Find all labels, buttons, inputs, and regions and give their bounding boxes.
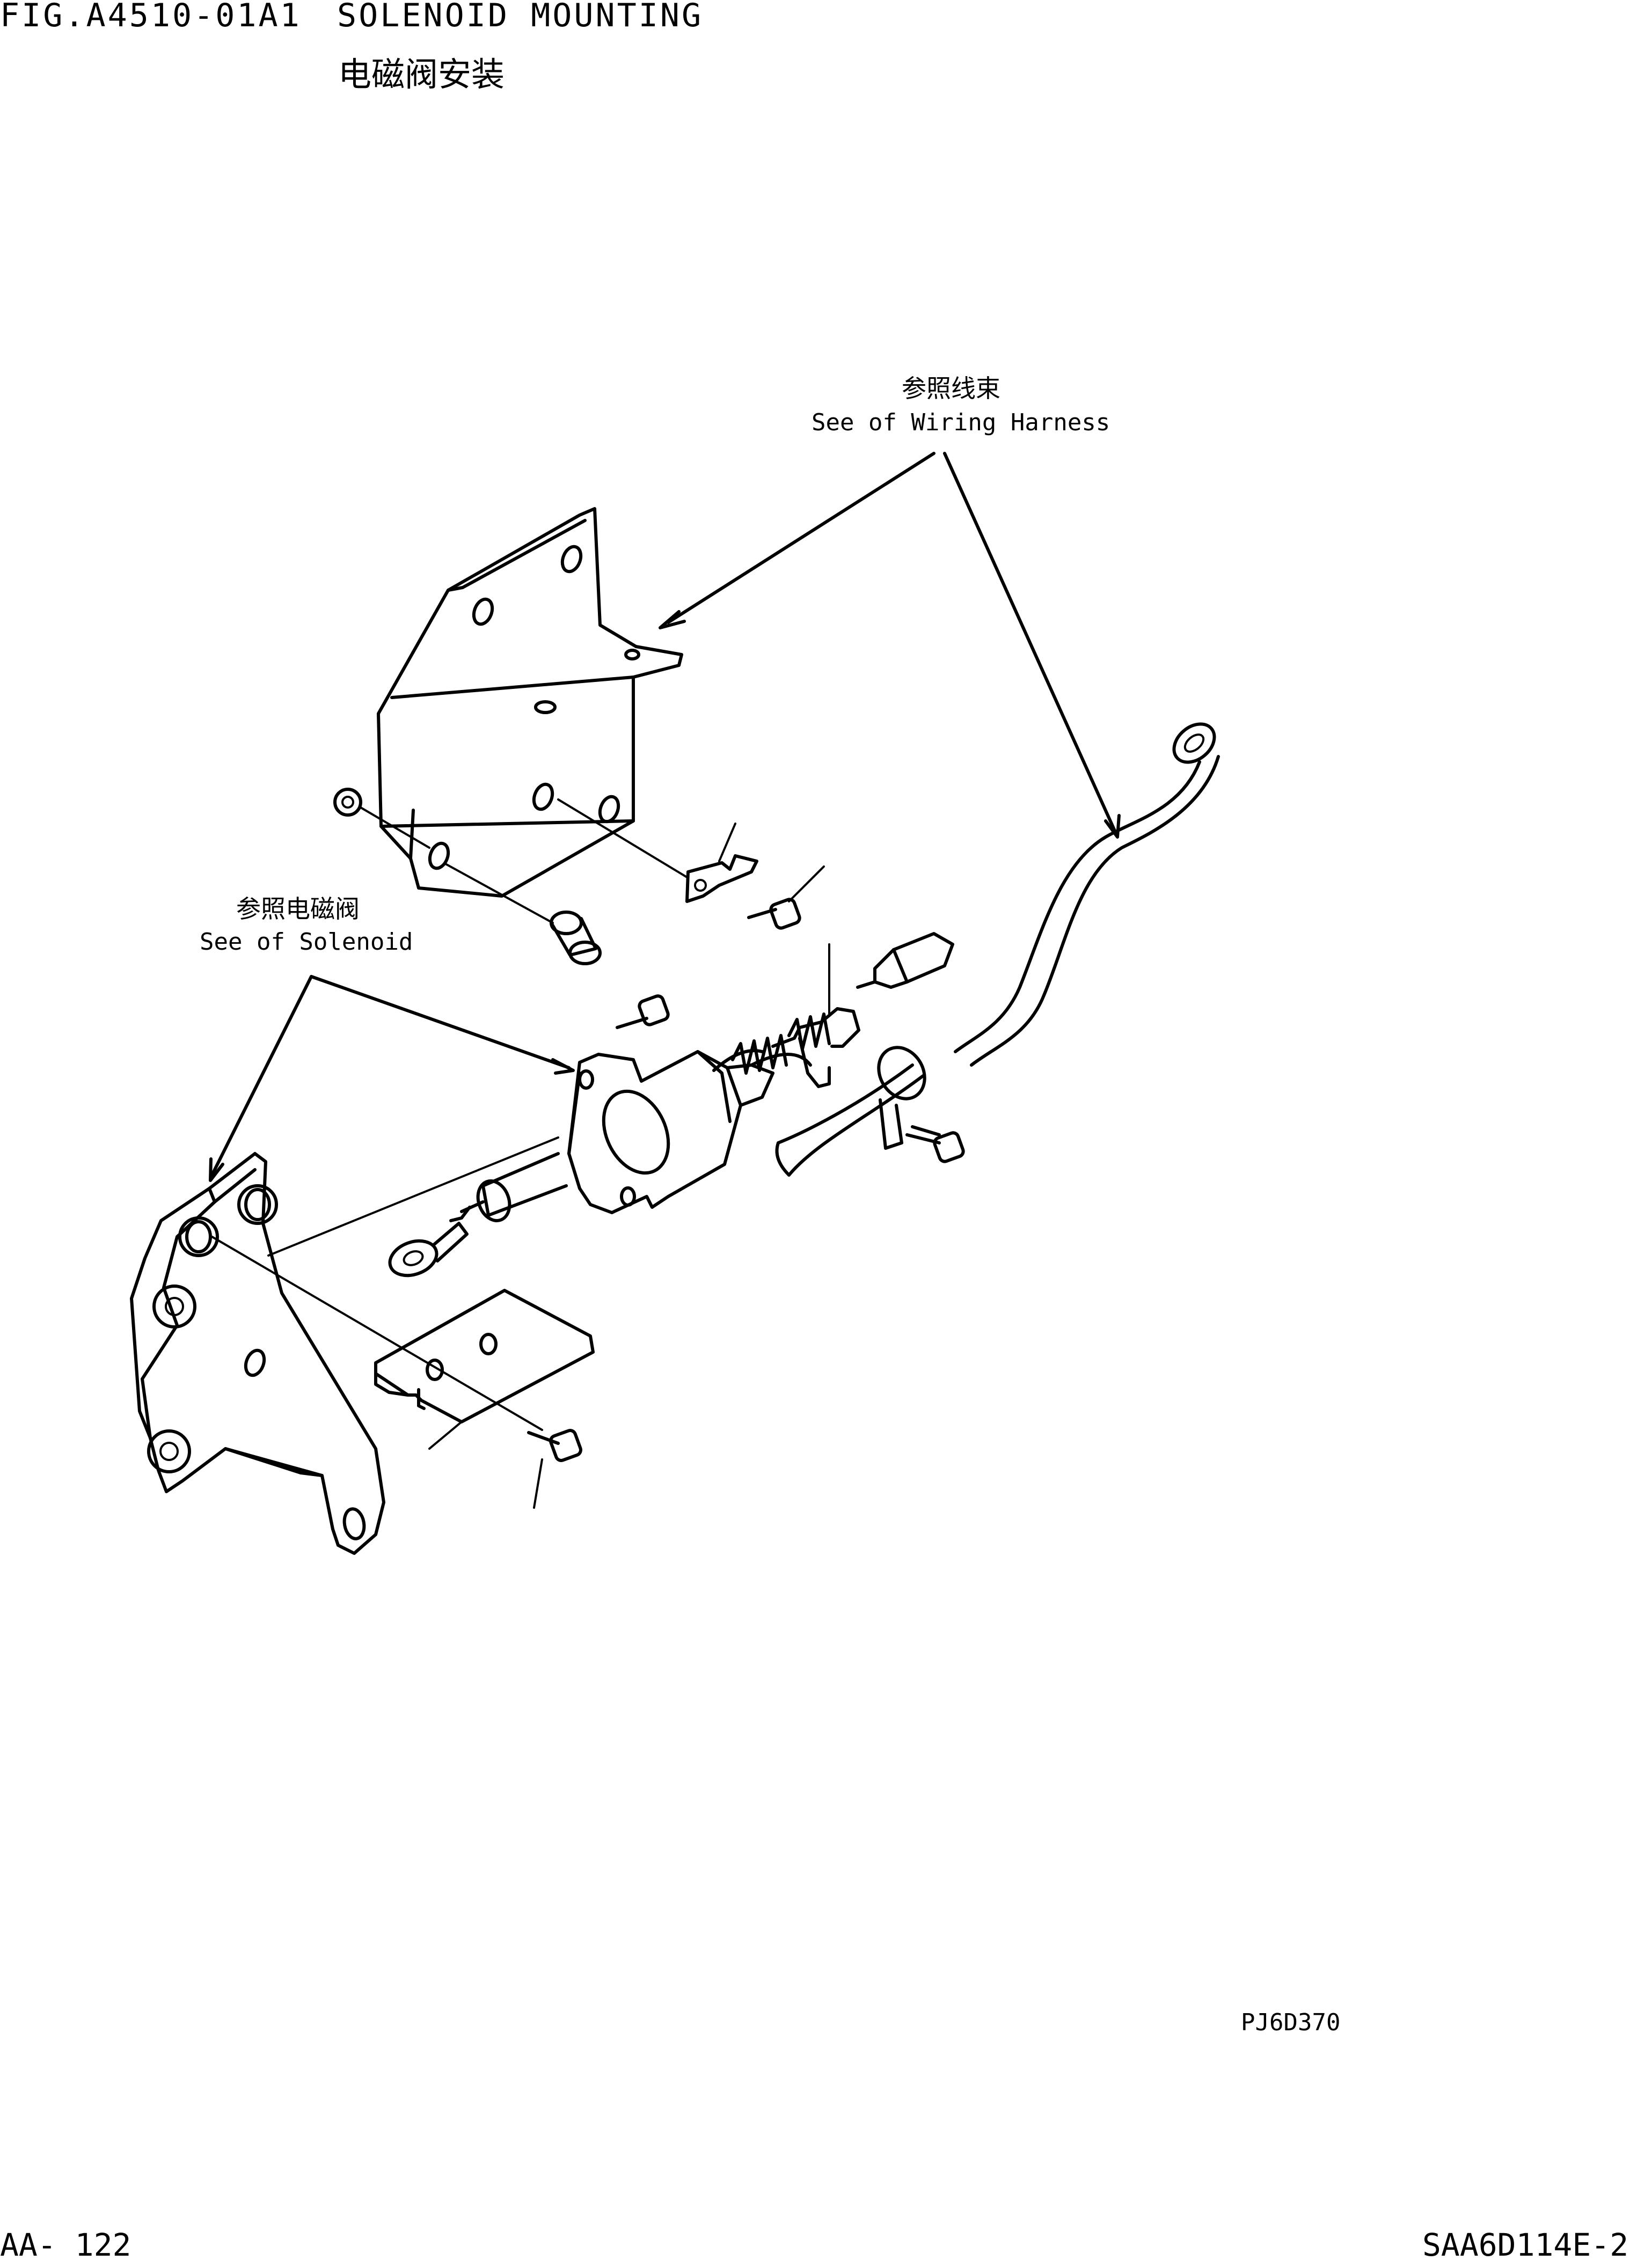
figure-title-en: SOLENOID MOUNTING — [337, 0, 704, 34]
drawing-id: PJ6D370 — [1241, 2009, 1341, 2036]
model-code: SAA6D114E-2 — [1422, 2227, 1629, 2263]
spacer-collar — [550, 911, 602, 965]
solenoid — [567, 1049, 812, 1214]
page-number: AA- 122 — [0, 2227, 131, 2263]
solenoid-plunger — [267, 1136, 568, 1278]
solenoid-spring — [731, 943, 860, 1088]
lower-bolt — [527, 1429, 582, 1509]
figure-number: FIG.A4510-01A1 — [0, 0, 302, 34]
upper-bracket — [377, 507, 683, 898]
clip-bolt — [747, 865, 825, 930]
solenoid-callout-cn: 参照电磁阀 — [236, 894, 360, 923]
lower-bracket — [130, 1152, 543, 1555]
solenoid-bolt — [616, 994, 670, 1029]
figure-title-cn: 电磁阀安装 — [338, 55, 505, 94]
terminal-boot — [856, 932, 954, 989]
wiring-callout-arrows — [659, 452, 1121, 839]
wiring-callout-cn: 参照线束 — [902, 374, 1000, 403]
wiring-callout-en: See of Wiring Harness — [812, 409, 1110, 436]
harness-bolt — [905, 1131, 965, 1163]
top-nut — [333, 788, 688, 924]
solenoid-callout-en: See of Solenoid — [200, 928, 413, 956]
wiring-harness — [775, 722, 1220, 1177]
lower-plate — [374, 1289, 595, 1450]
clip-bracket — [685, 823, 758, 903]
solenoid-callout-arrows — [209, 975, 575, 1182]
